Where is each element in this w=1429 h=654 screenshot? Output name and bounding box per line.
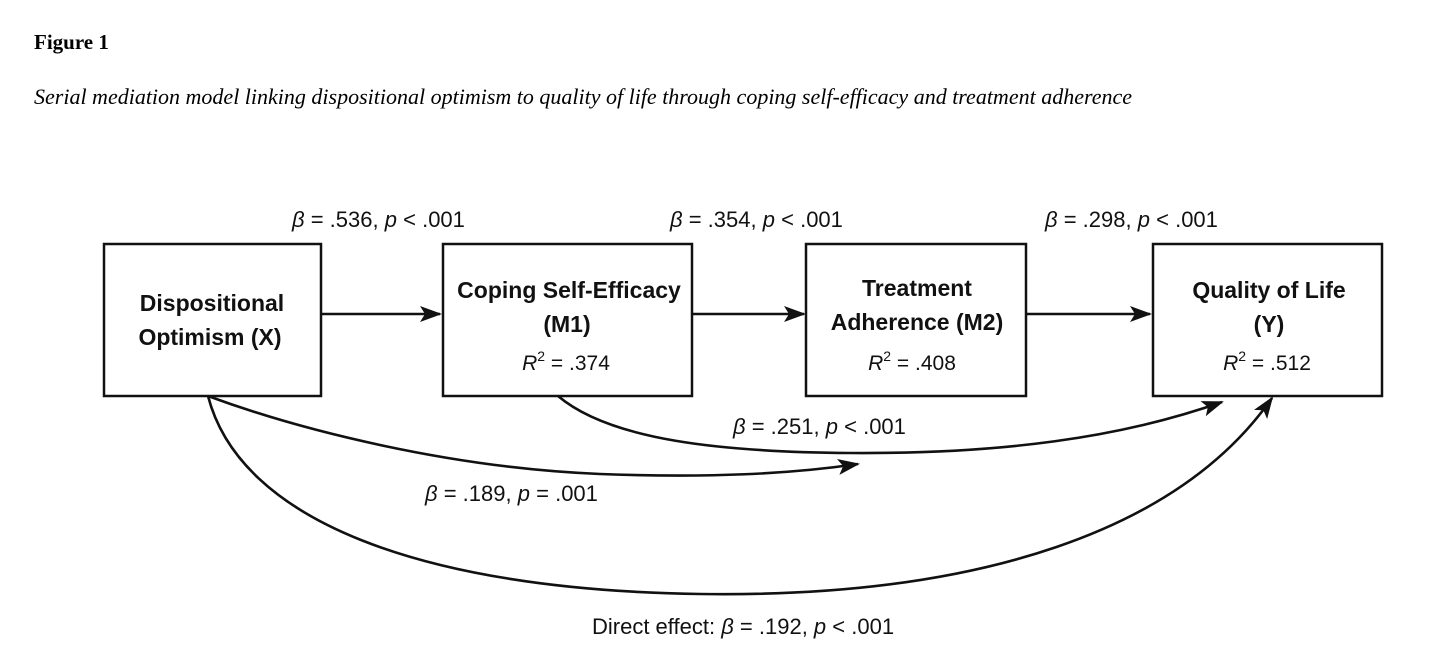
- label-m1-to-m2: β = .354, p < .001: [669, 207, 843, 232]
- figure-caption: Serial mediation model linking dispositi…: [34, 84, 1133, 109]
- node-y-line1: Quality of Life: [1192, 277, 1345, 303]
- node-y-line2: (Y): [1254, 311, 1285, 337]
- node-treatment-adherence: Treatment Adherence (M2) R2 = .408: [804, 242, 1028, 398]
- label-m2-to-y: β = .298, p < .001: [1044, 207, 1218, 232]
- node-m1-r2: R2 = .374: [522, 348, 610, 375]
- arrow-x-to-m2: [207, 394, 860, 477]
- node-m2-line2: Adherence (M2): [831, 309, 1004, 335]
- node-x-line2: Optimism (X): [138, 324, 281, 350]
- label-m1-to-y: β = .251, p < .001: [732, 414, 906, 439]
- arrow-m1-to-y: [557, 395, 1224, 455]
- node-dispositional-optimism: Dispositional Optimism (X): [102, 242, 323, 398]
- label-x-to-m1: β = .536, p < .001: [291, 207, 465, 232]
- arrow-x-to-y-direct: [206, 395, 1274, 596]
- node-x-line1: Dispositional: [140, 290, 284, 316]
- node-m2-r2: R2 = .408: [868, 348, 956, 375]
- node-m2-line1: Treatment: [862, 275, 972, 301]
- node-m1-line1: Coping Self-Efficacy: [457, 277, 681, 303]
- node-coping-self-efficacy: Coping Self-Efficacy (M1) R2 = .374: [441, 242, 694, 398]
- node-y-r2: R2 = .512: [1223, 348, 1311, 375]
- node-m1-line2: (M1): [543, 311, 590, 337]
- label-direct-effect: Direct effect: β = .192, p < .001: [592, 614, 894, 639]
- label-x-to-m2: β = .189, p = .001: [424, 481, 598, 506]
- node-quality-of-life: Quality of Life (Y) R2 = .512: [1151, 242, 1384, 398]
- figure-label: Figure 1: [34, 30, 109, 54]
